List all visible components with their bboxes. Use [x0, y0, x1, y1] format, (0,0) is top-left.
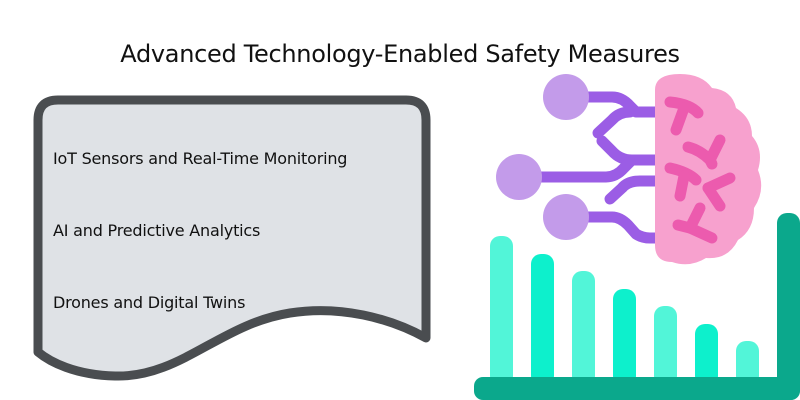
document-item-drones: Drones and Digital Twins — [53, 293, 246, 312]
document-outline — [33, 95, 431, 381]
brain-icon — [655, 74, 762, 265]
document-item-iot: IoT Sensors and Real-Time Monitoring — [53, 149, 348, 168]
neural-connectors-icon — [534, 91, 662, 244]
document-item-ai: AI and Predictive Analytics — [53, 221, 261, 240]
bar-chart-icon — [474, 213, 800, 400]
neural-nodes-icon — [496, 74, 589, 240]
page-title: Advanced Technology-Enabled Safety Measu… — [120, 40, 680, 68]
